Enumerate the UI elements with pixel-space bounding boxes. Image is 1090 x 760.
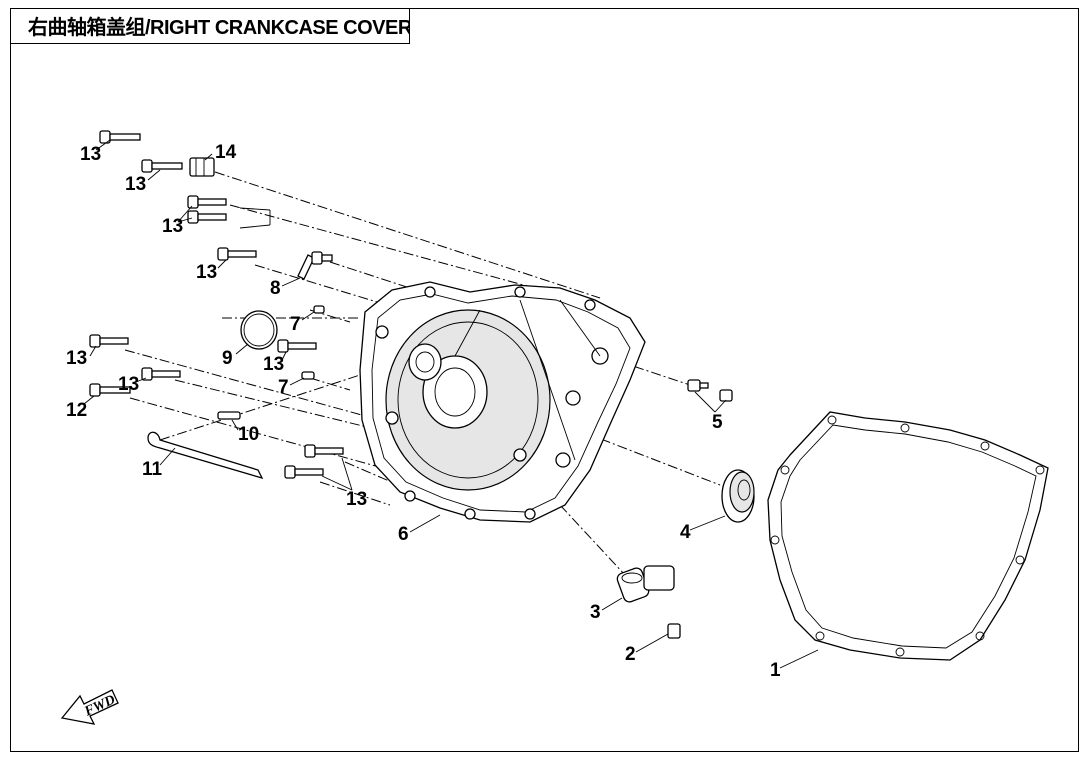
diagram-title: 右曲轴箱盖组/RIGHT CRANKCASE COVER ASSY: [10, 8, 410, 44]
oil-seal: [721, 469, 755, 523]
callout-8: 8: [270, 278, 281, 299]
clip: [189, 157, 215, 177]
callout-13: 13: [263, 354, 284, 375]
callout-13: 13: [125, 174, 146, 195]
callout-3: 3: [590, 602, 601, 623]
dowel-pin: [301, 371, 315, 380]
callout-4: 4: [680, 522, 691, 543]
bolt: [89, 334, 129, 348]
bolt: [217, 247, 257, 261]
bolt: [277, 339, 317, 353]
forward-arrow-icon: FWD: [60, 689, 119, 725]
callout-6: 6: [398, 524, 409, 545]
callout-13: 13: [118, 374, 139, 395]
callout-2: 2: [625, 644, 636, 665]
crankcase-cover: [359, 281, 646, 523]
callout-1: 1: [770, 660, 781, 681]
bolt: [141, 367, 181, 381]
callout-5: 5: [712, 412, 723, 433]
hose-pipe: [147, 431, 264, 480]
callout-7: 7: [278, 377, 289, 398]
callout-7: 7: [290, 314, 301, 335]
gasket: [767, 411, 1049, 661]
sensor: [616, 565, 675, 603]
pin: [217, 411, 241, 420]
o-ring-inner: [243, 313, 275, 347]
drawing-frame: [10, 8, 1079, 752]
callout-10: 10: [238, 424, 259, 445]
bolt: [304, 444, 344, 458]
stud-bolt: [297, 251, 333, 280]
bolt: [284, 465, 324, 479]
small-bolt: [687, 379, 733, 402]
bolt: [89, 383, 131, 397]
callout-11: 11: [142, 459, 163, 480]
callout-13: 13: [162, 216, 183, 237]
callout-14: 14: [215, 142, 237, 163]
callout-13: 13: [196, 262, 217, 283]
bolt: [187, 195, 227, 224]
callout-13: 13: [346, 489, 367, 510]
screw: [667, 623, 681, 639]
callout-12: 12: [66, 400, 87, 421]
dowel-pin: [313, 305, 325, 314]
bolt: [141, 159, 183, 173]
o-ring: [240, 310, 278, 350]
callout-9: 9: [222, 348, 233, 369]
callout-13: 13: [80, 144, 101, 165]
bolt: [99, 130, 141, 144]
leader-lines: [83, 139, 819, 669]
callout-13: 13: [66, 348, 87, 369]
